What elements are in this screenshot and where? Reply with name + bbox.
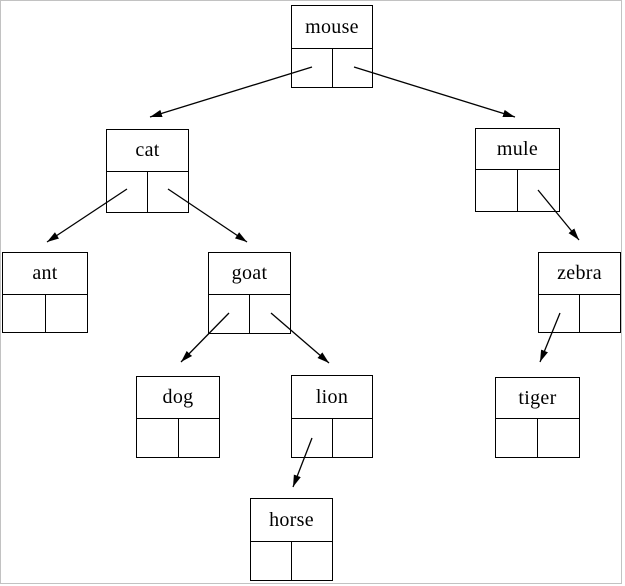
tree-node-zebra: zebra	[538, 252, 621, 333]
tree-node-horse: horse	[250, 498, 333, 581]
edge-mouse-left-cat	[149, 66, 313, 118]
left-pointer-cell	[137, 419, 179, 457]
node-label-ant: ant	[32, 262, 58, 284]
tree-node-dog: dog	[136, 376, 220, 458]
right-pointer-cell	[250, 295, 290, 333]
tree-node-lion: lion	[291, 375, 373, 458]
edge-mouse-right-mule	[353, 66, 516, 118]
left-pointer-cell	[292, 419, 333, 457]
left-pointer-cell	[496, 419, 538, 457]
node-pointer-row	[3, 294, 87, 332]
left-pointer-cell	[3, 295, 46, 332]
node-pointer-row	[292, 418, 372, 457]
tree-node-tiger: tiger	[495, 377, 580, 458]
tree-node-mouse: mouse	[291, 5, 373, 88]
tree-node-cat: cat	[106, 129, 189, 213]
right-pointer-cell	[580, 295, 620, 332]
node-label-mule: mule	[496, 137, 539, 160]
right-pointer-cell	[538, 419, 579, 457]
node-label-mouse: mouse	[305, 15, 359, 38]
right-pointer-cell	[148, 172, 188, 212]
right-pointer-cell	[333, 49, 373, 87]
node-label-goat: goat	[231, 262, 268, 284]
right-pointer-cell	[292, 542, 332, 580]
node-pointer-row	[292, 48, 372, 87]
left-pointer-cell	[209, 295, 250, 333]
node-pointer-row	[107, 171, 188, 212]
left-pointer-cell	[476, 170, 518, 211]
right-pointer-cell	[179, 419, 220, 457]
node-label-dog: dog	[162, 386, 194, 408]
node-label-tiger: tiger	[518, 386, 557, 409]
node-pointer-row	[496, 418, 579, 457]
node-label-zebra: zebra	[557, 262, 602, 284]
left-pointer-cell	[251, 542, 292, 580]
node-pointer-row	[209, 294, 290, 333]
node-pointer-row	[476, 169, 559, 211]
tree-node-goat: goat	[208, 252, 291, 334]
right-pointer-cell	[518, 170, 559, 211]
node-label-lion: lion	[315, 385, 349, 408]
node-pointer-row	[251, 541, 332, 580]
node-pointer-row	[137, 418, 219, 457]
left-pointer-cell	[107, 172, 148, 212]
node-pointer-row	[539, 294, 620, 332]
left-pointer-cell	[292, 49, 333, 87]
left-pointer-cell	[539, 295, 580, 332]
node-label-horse: horse	[269, 508, 314, 531]
right-pointer-cell	[333, 419, 373, 457]
tree-node-ant: ant	[2, 252, 88, 333]
tree-node-mule: mule	[475, 128, 560, 212]
node-label-cat: cat	[135, 139, 160, 161]
right-pointer-cell	[46, 295, 88, 332]
